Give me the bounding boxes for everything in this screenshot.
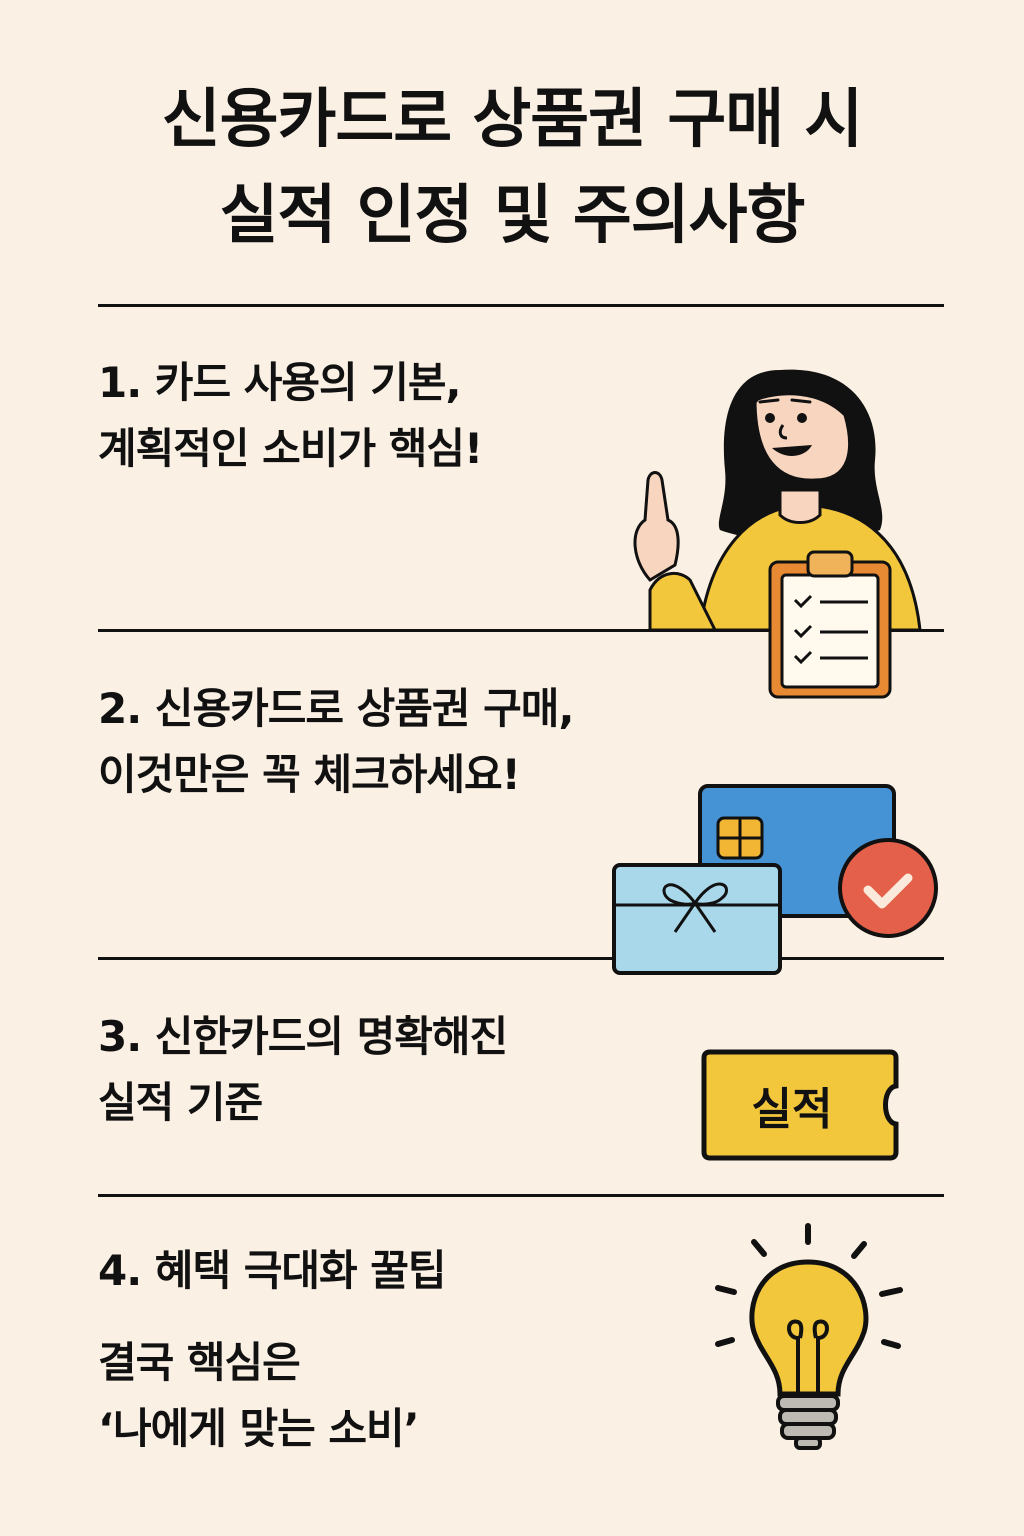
lightbulb-icon (715, 1223, 903, 1450)
section-2-heading-line-2: 이것만은 꼭 체크하세요! (98, 750, 521, 799)
section-1-heading: 1. 카드 사용의 기본, 계획적인 소비가 핵심! (98, 350, 483, 482)
section-1-heading-line-2: 계획적인 소비가 핵심! (98, 424, 483, 473)
section-2-heading: 2. 신용카드로 상품권 구매, 이것만은 꼭 체크하세요! (98, 676, 574, 808)
section-2-heading-line-1: 2. 신용카드로 상품권 구매, (98, 684, 574, 733)
section-4-body: 결국 핵심은 ‘나에게 맞는 소비’ (98, 1330, 420, 1462)
section-4-heading-line-1: 4. 혜택 극대화 꿀팁 (98, 1246, 447, 1295)
ticket-label: 실적 (751, 1084, 833, 1135)
section-3-heading-line-1: 3. 신한카드의 명확해진 (98, 1012, 508, 1061)
title-line-2: 실적 인정 및 주의사항 (219, 179, 806, 253)
credit-card-gift-card-check-icon (612, 784, 938, 975)
page-title: 신용카드로 상품권 구매 시 실적 인정 및 주의사항 (0, 72, 1024, 264)
divider (98, 1194, 944, 1197)
divider (98, 304, 944, 307)
ticket-badge: 실적 (700, 1048, 900, 1162)
woman-with-clipboard-icon (633, 369, 922, 699)
divider (98, 629, 944, 632)
section-1-heading-line-1: 1. 카드 사용의 기본, (98, 358, 461, 407)
divider (98, 957, 944, 960)
section-3-heading-line-2: 실적 기준 (98, 1078, 263, 1127)
section-4-body-line-1: 결국 핵심은 (98, 1338, 301, 1387)
section-4-body-line-2: ‘나에게 맞는 소비’ (98, 1404, 420, 1453)
section-4-heading: 4. 혜택 극대화 꿀팁 (98, 1238, 447, 1304)
title-line-1: 신용카드로 상품권 구매 시 (161, 83, 864, 157)
ticket-icon (701, 1049, 899, 1161)
section-3-heading: 3. 신한카드의 명확해진 실적 기준 (98, 1004, 508, 1136)
